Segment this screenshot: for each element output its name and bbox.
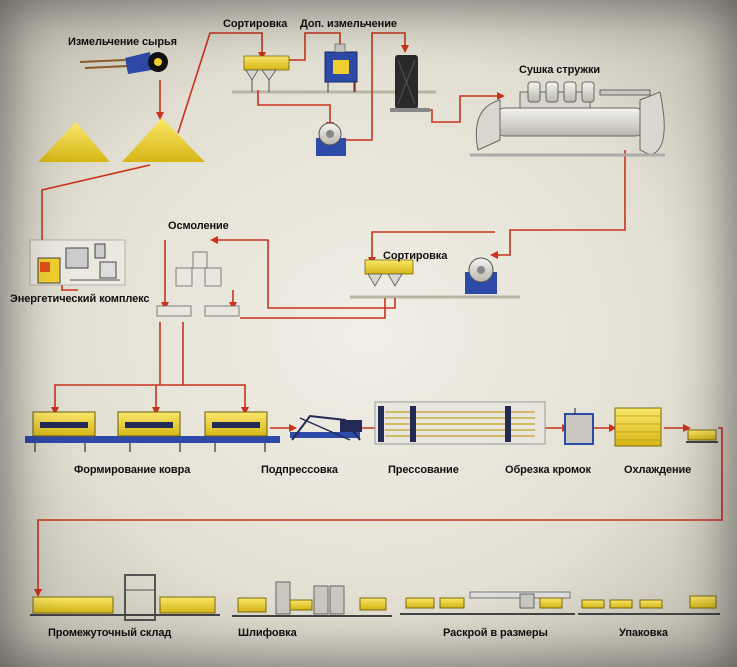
label-mat-forming: Формирование ковра	[74, 464, 191, 476]
buffer-storage	[30, 574, 220, 621]
label-raw-grinding: Измельчение сырья	[68, 36, 177, 48]
label-prepress: Подпрессовка	[261, 464, 338, 476]
label-sorting-1: Сортировка	[223, 18, 288, 30]
extra-grinding-machine	[324, 43, 358, 92]
raw-grinder-machine	[79, 52, 168, 74]
edge-trim-machine	[564, 408, 594, 445]
chip-piles	[38, 118, 205, 162]
sanding-machines	[232, 581, 392, 617]
label-buffer-storage: Промежуточный склад	[48, 627, 172, 639]
label-energy-complex: Энергетический комплекс	[10, 293, 150, 305]
energy-complex	[29, 239, 126, 286]
label-extra-grinding: Доп. измельчение	[300, 18, 397, 30]
press-machine	[374, 401, 546, 445]
sorting-machine-1	[243, 55, 290, 92]
resin-station	[156, 251, 240, 317]
chip-dryer	[470, 81, 665, 157]
label-sorting-2: Сортировка	[383, 250, 448, 262]
label-chip-drying: Сушка стружки	[519, 64, 601, 76]
prepress-machine	[290, 414, 362, 441]
cutting-line	[400, 591, 575, 615]
wet-chip-silo	[390, 55, 430, 112]
packing-line	[578, 595, 720, 615]
sorting-machine-2	[364, 257, 497, 294]
label-resin: Осмоление	[168, 220, 229, 232]
mill-machine	[316, 122, 346, 156]
cooling-unit	[614, 407, 718, 447]
label-edge-trim: Обрезка кромок	[505, 464, 591, 476]
forming-stations	[25, 411, 280, 452]
label-packing: Упаковка	[619, 627, 668, 639]
label-cooling: Охлаждение	[624, 464, 692, 476]
label-pressing: Прессование	[388, 464, 459, 476]
label-sanding: Шлифовка	[238, 627, 297, 639]
label-cut-to-size: Раскрой в размеры	[443, 627, 548, 639]
